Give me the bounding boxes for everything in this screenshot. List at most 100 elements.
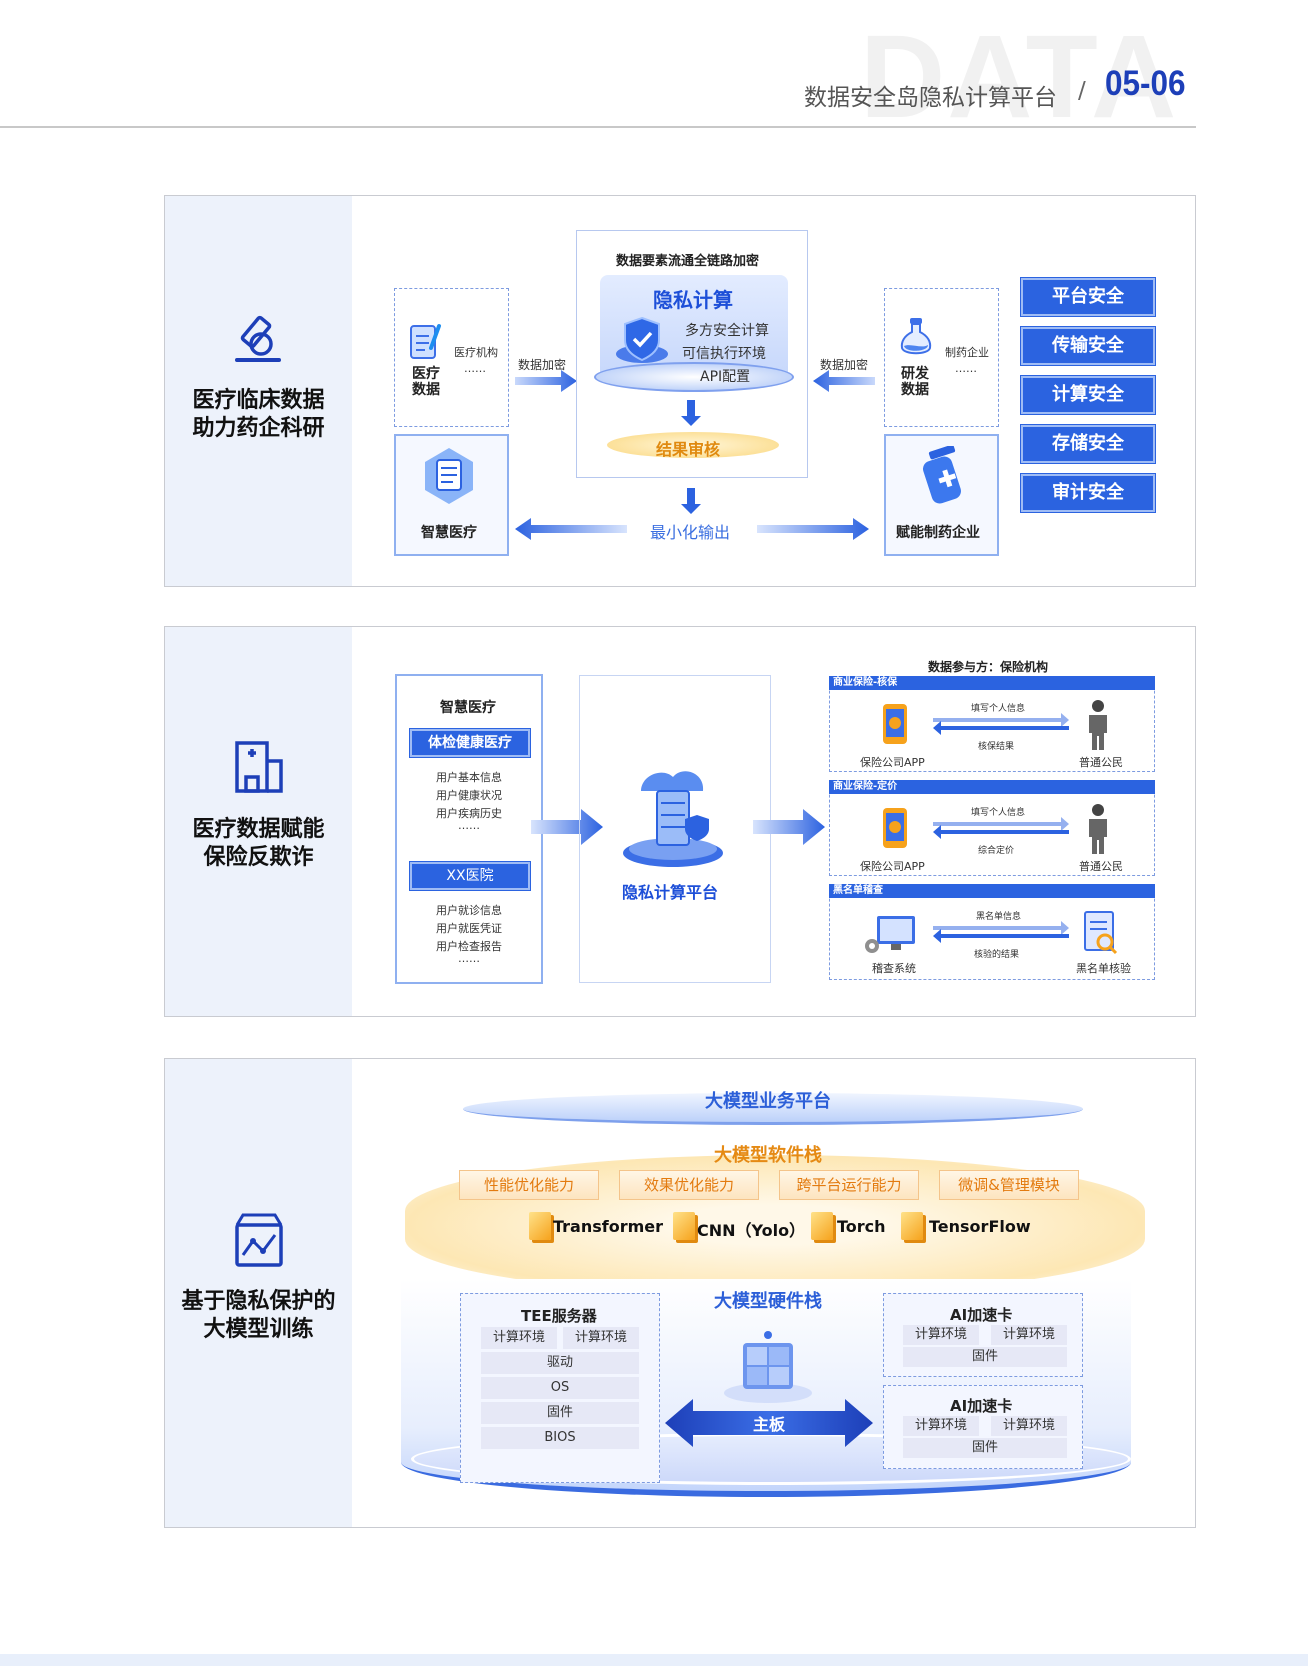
double-arrow-icon [933, 713, 1069, 735]
tee-bios-cell: BIOS [481, 1427, 639, 1449]
person-icon [1089, 700, 1107, 750]
software-stack-title: 大模型软件栈 [714, 1145, 822, 1166]
xx-hospital-tag: XX医院 [410, 862, 530, 890]
header-watermark: DATA [860, 11, 1179, 143]
privacy-compute-title: 隐私计算 [653, 288, 733, 312]
person-icon [1089, 804, 1107, 854]
framework-label: TensorFlow [929, 1217, 1031, 1236]
pharma-org-label: 制药企业 [945, 346, 989, 359]
pharma-ellipsis: …… [955, 362, 977, 375]
empower-pharma-label: 赋能制药企业 [896, 525, 980, 541]
phone-app-icon [883, 808, 907, 848]
document-pen-icon [410, 324, 441, 359]
smart-medical-title: 智慧医疗 [440, 700, 496, 716]
ai-env-cell: 计算环境 [991, 1416, 1067, 1436]
left-encrypt-label: 数据加密 [518, 358, 567, 372]
privacy-compute-frame [576, 230, 808, 478]
double-arrow-icon [933, 921, 1069, 943]
smart-medical-label: 智慧医疗 [421, 525, 477, 541]
block-right-label: 普通公民 [1079, 756, 1123, 769]
storage-security-tag: 存储安全 [1021, 425, 1155, 463]
tee-env-cell: 计算环境 [481, 1327, 557, 1349]
panel-title-line1: 医疗数据赋能 [192, 817, 325, 842]
framework-cube-icon [673, 1212, 695, 1240]
platform-title: 大模型业务平台 [705, 1091, 831, 1112]
arrow-down-icon [681, 400, 701, 426]
transport-security-tag: 传输安全 [1021, 327, 1155, 365]
g2-item: …… [458, 952, 480, 965]
panel-title-line2: 保险反欺诈 [203, 845, 314, 870]
ai-firmware-cell: 固件 [903, 1347, 1067, 1367]
page-title: 数据安全岛隐私计算平台 [804, 85, 1057, 111]
checklist-magnifier-icon [1084, 911, 1118, 955]
result-review-pill [607, 432, 779, 458]
block-top-label: 填写个人信息 [971, 808, 1026, 818]
privacy-compute-disc [594, 362, 794, 392]
underwriting-header: 商业保险-核保 [829, 676, 1155, 690]
panel-title-line1: 医疗临床数据 [192, 388, 325, 413]
block-left-label: 稽查系统 [872, 962, 916, 975]
flask-icon [900, 318, 932, 355]
ai-card-title: AI加速卡 [950, 1397, 1013, 1415]
tee-label: 可信执行环境 [682, 346, 766, 362]
hardware-stack-title: 大模型硬件栈 [714, 1291, 822, 1312]
framework-label: CNN（Yolo） [697, 1221, 806, 1240]
arrow-right-icon [531, 809, 603, 845]
ai-firmware-cell: 固件 [903, 1438, 1067, 1458]
platform-disc [463, 1093, 1083, 1125]
privacy-platform-label: 隐私计算平台 [622, 883, 719, 902]
block-left-label: 保险公司APP [860, 860, 925, 873]
double-arrow-icon [933, 817, 1069, 839]
minimal-output-label: 最小化输出 [650, 523, 731, 542]
ai-env-cell: 计算环境 [991, 1325, 1067, 1345]
block-left-label: 保险公司APP [860, 756, 925, 769]
cloud-server-icon [623, 771, 723, 867]
capability-tag: 效果优化能力 [619, 1170, 759, 1200]
g2-item: 用户就医凭证 [436, 922, 502, 935]
output-arrow-right-icon [757, 518, 869, 540]
framework-label: Torch [837, 1217, 886, 1236]
tee-os-cell: OS [481, 1377, 639, 1399]
phone-app-icon [883, 704, 907, 744]
server-chip-icon [724, 1331, 812, 1403]
capability-tag: 性能优化能力 [459, 1170, 599, 1200]
g1-item: 用户健康状况 [436, 789, 502, 802]
block-right-label: 普通公民 [1079, 860, 1123, 873]
arrow-left-icon [813, 370, 875, 392]
framework-cube-icon [901, 1212, 923, 1240]
chart-monitor-icon [235, 1213, 283, 1267]
title-separator: / [1078, 78, 1086, 104]
panel-sidebar [165, 196, 352, 586]
api-config-label: API配置 [700, 369, 751, 385]
right-encrypt-label: 数据加密 [820, 358, 869, 372]
panel-title-line2: 大模型训练 [203, 1317, 314, 1342]
audit-security-tag: 审计安全 [1021, 474, 1155, 512]
capability-tag: 跨平台运行能力 [779, 1170, 919, 1200]
header-divider [0, 126, 1196, 128]
mainboard-label: 主板 [753, 1415, 786, 1434]
medical-ellipsis: …… [464, 362, 486, 375]
g2-item: 用户检查报告 [436, 940, 502, 953]
output-arrow-left-icon [515, 518, 627, 540]
framework-label: Transformer [553, 1217, 664, 1236]
panel-insurance-antifraud: 医疗数据赋能 保险反欺诈 智慧医疗 体检健康医疗 用户基本信息 用户健康状况 用… [164, 626, 1196, 1017]
blacklist-header: 黑名单稽查 [829, 884, 1155, 898]
result-review-label: 结果审核 [656, 440, 721, 459]
capability-tag: 微调&管理模块 [939, 1170, 1079, 1200]
g2-item: 用户就诊信息 [436, 904, 502, 917]
medical-record-icon [425, 448, 473, 504]
framework-cube-icon [811, 1212, 833, 1240]
mpc-label: 多方安全计算 [685, 323, 769, 339]
arrow-right-icon [753, 809, 825, 845]
block-top-label: 填写个人信息 [971, 704, 1026, 714]
ai-env-cell: 计算环境 [903, 1416, 979, 1436]
medical-data-label: 医疗 数据 [412, 366, 440, 398]
block-bottom-label: 核保结果 [978, 742, 1015, 752]
panel-title-line2: 助力药企科研 [192, 416, 325, 441]
g1-item: 用户基本信息 [436, 771, 502, 784]
rd-data-box [884, 288, 999, 427]
health-checkup-tag: 体检健康医疗 [410, 729, 530, 757]
g1-item: …… [458, 819, 480, 832]
mainboard-double-arrow-icon [665, 1399, 873, 1447]
panel-medical-research: 医疗临床数据 助力药企科研 医疗 数据 医疗机构 …… 数据加密 数据要素流通全… [164, 195, 1196, 587]
